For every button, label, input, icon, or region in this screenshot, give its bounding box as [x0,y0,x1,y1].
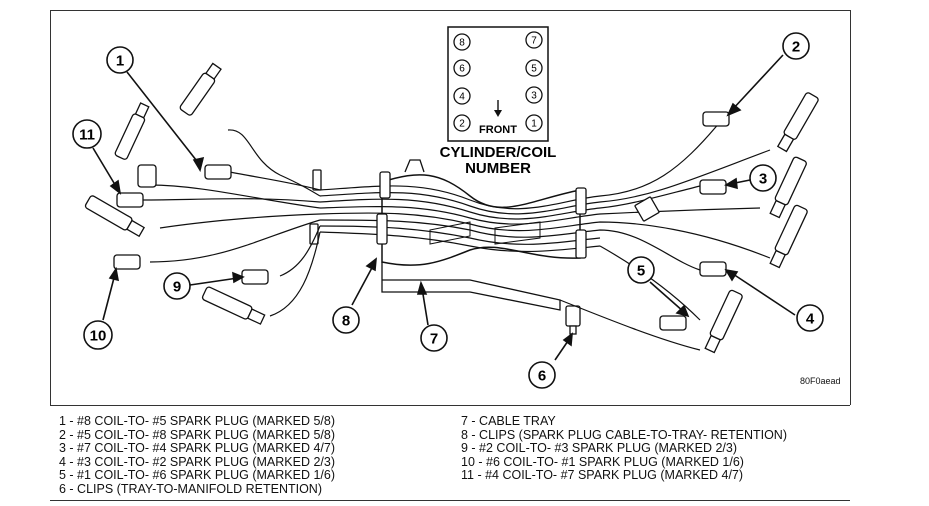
callout-1: 1 [106,46,134,74]
cylinder-number: 1 [531,119,537,130]
cylinder-number-grid: 8 6 4 2 7 5 3 1 FRONT CYLINDER/COIL NUMB… [440,26,557,177]
spark-plug-boot [179,62,222,116]
right-cables [559,245,701,351]
svg-text:5: 5 [637,263,645,280]
legend-item: 8 - CLIPS (SPARK PLUG CABLE-TO-TRAY- RET… [461,427,787,442]
legend-item: 10 - #6 COIL-TO- #1 SPARK PLUG (MARKED 1… [461,454,744,469]
spark-plug-boot [84,195,146,238]
svg-text:9: 9 [173,279,181,296]
callout-7: 7 [420,324,448,352]
callout-8: 8 [332,306,360,334]
coil-connector [241,269,269,285]
front-label: FRONT [479,124,517,136]
coil-connector [113,254,141,270]
svg-text:6: 6 [538,368,546,385]
coil-connector [702,111,730,127]
callouts: 1 2 3 4 5 6 7 8 [72,32,824,389]
legend-item: 5 - #1 COIL-TO- #6 SPARK PLUG (MARKED 1/… [59,468,336,483]
legend-item: 11 - #4 COIL-TO- #7 SPARK PLUG (MARKED 4… [461,468,744,483]
svg-text:10: 10 [90,328,107,345]
cable-bundle [319,121,771,271]
grid-title-line1: CYLINDER/COIL [440,144,557,161]
callout-11: 11 [72,119,102,149]
coil-connector [699,261,727,277]
legend-item: 3 - #7 COIL-TO- #4 SPARK PLUG (MARKED 4/… [59,441,336,456]
tray-clips [309,169,660,335]
legend-item: 7 - CABLE TRAY [461,414,556,428]
callout-10: 10 [83,320,113,350]
grid-title-line2: NUMBER [465,160,531,177]
frame-bottom-border [50,500,850,501]
cylinder-number: 3 [531,91,537,102]
spark-plug-boot [114,102,150,160]
cylinder-number: 6 [459,64,465,75]
cylinder-number: 2 [459,119,465,130]
coil-connector [116,192,144,208]
coil-connector [137,164,157,188]
cylinder-number: 5 [531,64,537,75]
callout-2: 2 [782,32,810,60]
coil-connector [204,164,232,180]
legend-item: 4 - #3 COIL-TO- #2 SPARK PLUG (MARKED 2/… [59,454,336,469]
legend-item: 6 - CLIPS (TRAY-TO-MANIFOLD RETENTION) [59,481,322,496]
cable-tray [381,159,581,311]
callout-4: 4 [796,304,824,332]
legend-item: 2 - #5 COIL-TO- #8 SPARK PLUG (MARKED 5/… [59,427,336,442]
coil-connector [699,179,727,195]
cylinder-right-column: 7 5 3 1 [525,31,543,132]
spark-plug-boot [769,156,807,219]
svg-text:4: 4 [806,311,815,328]
legend-right-column: 7 - CABLE TRAY 8 - CLIPS (SPARK PLUG CAB… [461,414,787,483]
cylinder-number: 4 [459,92,465,103]
cylinder-left-column: 8 6 4 2 [453,33,471,132]
svg-text:8: 8 [342,313,350,330]
legend-item: 9 - #2 COIL-TO- #3 SPARK PLUG (MARKED 2/… [461,441,738,456]
svg-text:1: 1 [116,53,124,70]
callout-6: 6 [528,361,556,389]
spark-plug-boot [769,204,808,269]
frame-middle-border [50,405,850,406]
callout-leaders [92,54,796,361]
legend-item: 1 - #8 COIL-TO- #5 SPARK PLUG (MARKED 5/… [59,414,336,428]
frame-left-border [50,10,51,405]
left-cables [141,129,321,317]
callout-3: 3 [749,164,777,192]
cylinder-number: 8 [459,38,465,49]
svg-text:7: 7 [430,331,438,348]
spark-plug-boot [704,289,743,354]
frame-right-border [850,10,851,405]
svg-text:11: 11 [79,127,95,144]
spark-plug-boot [776,92,819,153]
front-arrow-icon [494,100,502,117]
cylinder-number: 7 [531,36,537,47]
spark-plug-boot [201,286,266,325]
callout-5: 5 [627,256,655,284]
figure-code: 80F0aead [800,376,841,386]
svg-text:3: 3 [759,171,767,188]
frame-top-border [50,10,850,11]
coil-connector [659,315,687,331]
svg-text:2: 2 [792,39,800,56]
legend-left-column: 1 - #8 COIL-TO- #5 SPARK PLUG (MARKED 5/… [59,414,336,497]
callout-9: 9 [163,272,191,300]
right-plug-boots [659,92,819,354]
left-plug-boots [84,62,269,325]
